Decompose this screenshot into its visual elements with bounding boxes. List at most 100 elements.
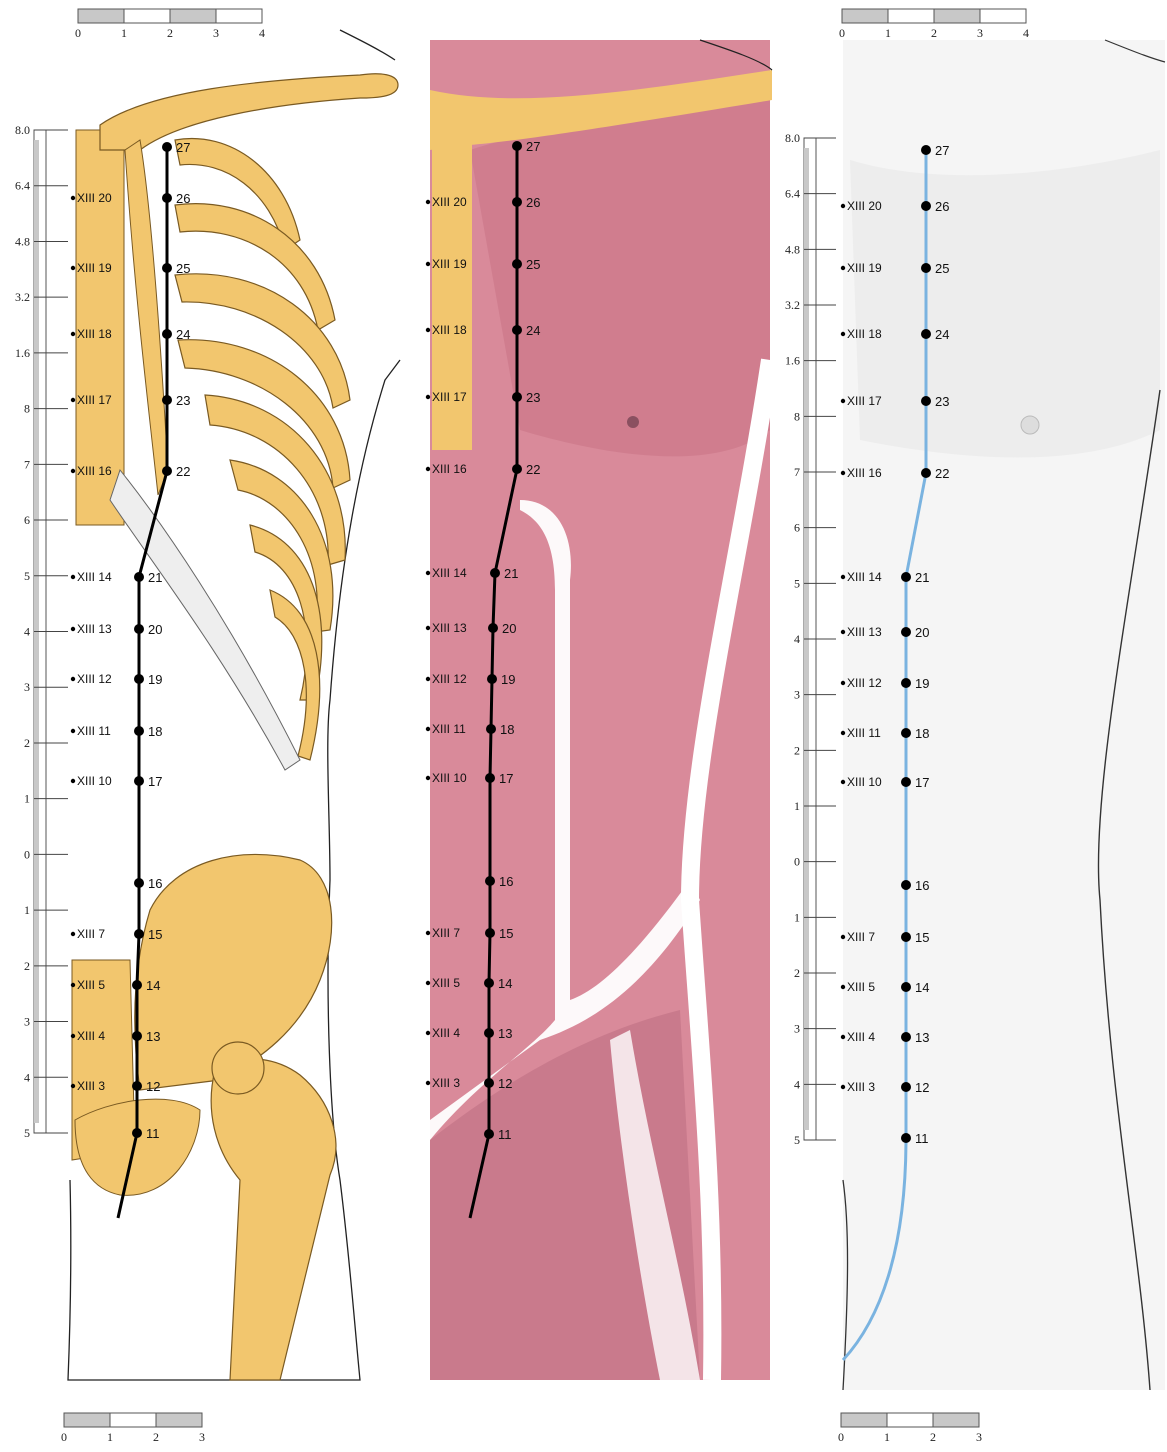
scale-segment: [841, 1413, 887, 1427]
acupoint-dot: [901, 1133, 911, 1143]
acupoint-number: 25: [935, 261, 949, 276]
acupoint-number: 24: [176, 327, 190, 342]
side-point-label: XIII 4: [847, 1030, 875, 1044]
side-point-dot: [841, 780, 845, 784]
scale-tick-label: 1: [107, 1430, 113, 1444]
acupoint-dot: [901, 932, 911, 942]
acupoint-number: 11: [915, 1131, 929, 1146]
ruler-tick-label: 8.0: [15, 123, 30, 137]
side-point-dot: [426, 571, 430, 575]
scale-segment: [78, 9, 124, 23]
side-point-label: XIII 18: [847, 327, 882, 341]
acupoint-number: 27: [526, 139, 540, 154]
ruler-tick-label: 1: [24, 903, 30, 917]
side-point-dot: [71, 332, 75, 336]
acupoint-dot: [512, 141, 522, 151]
acupoint-number: 15: [915, 930, 929, 945]
side-point-dot: [426, 981, 430, 985]
side-point-label: XIII 3: [847, 1080, 875, 1094]
side-point-dot: [71, 627, 75, 631]
side-point-dot: [426, 200, 430, 204]
side-point-dot: [426, 467, 430, 471]
ruler-tick-label: 3.2: [15, 290, 30, 304]
side-point-dot: [841, 1035, 845, 1039]
ruler-tick-label: 0: [794, 855, 800, 869]
acupoint-number: 17: [499, 771, 513, 786]
side-point-dot: [426, 1081, 430, 1085]
acupoint-number: 26: [526, 195, 540, 210]
acupoint-dot: [134, 674, 144, 684]
ruler-tick-label: 5: [24, 569, 30, 583]
side-point-dot: [71, 677, 75, 681]
scale-tick-label: 3: [213, 26, 219, 40]
side-point-dot: [71, 196, 75, 200]
acupoint-dot: [162, 263, 172, 273]
side-point-label: XIII 3: [432, 1076, 460, 1090]
side-point-dot: [841, 935, 845, 939]
acupoint-number: 23: [526, 390, 540, 405]
acupoint-dot: [162, 395, 172, 405]
acupoint-number: 25: [526, 257, 540, 272]
ruler-tick-label: 2: [24, 959, 30, 973]
side-point-label: XIII 13: [77, 622, 112, 636]
side-point-label: XIII 16: [77, 464, 112, 478]
acupoint-number: 13: [146, 1029, 160, 1044]
acupoint-dot: [485, 876, 495, 886]
ruler-tick-label: 2: [24, 736, 30, 750]
ruler-tick-label: 4: [24, 1070, 30, 1084]
side-point-label: XIII 4: [432, 1026, 460, 1040]
acupoint-number: 19: [915, 676, 929, 691]
side-point-label: XIII 3: [77, 1079, 105, 1093]
acupoint-number: 13: [498, 1026, 512, 1041]
side-point-dot: [426, 776, 430, 780]
side-point-dot: [71, 983, 75, 987]
acupoint-number: 17: [148, 774, 162, 789]
ruler-tick-label: 5: [794, 1133, 800, 1147]
acupoint-dot: [162, 329, 172, 339]
acupoint-number: 12: [915, 1080, 929, 1095]
acupoint-number: 16: [915, 878, 929, 893]
side-point-label: XIII 11: [847, 726, 881, 740]
acupoint-dot: [132, 1081, 142, 1091]
side-point-label: XIII 12: [77, 672, 112, 686]
acupoint-dot: [901, 572, 911, 582]
acupoint-dot: [512, 197, 522, 207]
acupoint-number: 22: [935, 466, 949, 481]
acupoint-number: 22: [526, 462, 540, 477]
side-point-dot: [71, 729, 75, 733]
acupoint-number: 16: [148, 876, 162, 891]
scale-segment: [124, 9, 170, 23]
acupoint-dot: [134, 624, 144, 634]
acupoint-dot: [512, 325, 522, 335]
acupoint-dot: [134, 929, 144, 939]
acupoint-number: 24: [935, 327, 949, 342]
side-point-label: XIII 16: [847, 466, 882, 480]
side-point-label: XIII 5: [432, 976, 460, 990]
acupoint-dot: [921, 201, 931, 211]
scale-tick-label: 2: [930, 1430, 936, 1444]
side-point-label: XIII 5: [847, 980, 875, 994]
acupoint-number: 21: [504, 566, 518, 581]
ruler-tick-label: 6: [794, 521, 800, 535]
acupoint-number: 26: [176, 191, 190, 206]
side-point-label: XIII 18: [432, 323, 467, 337]
acupoint-number: 14: [915, 980, 929, 995]
scale-segment: [888, 9, 934, 23]
acupoint-dot: [132, 1128, 142, 1138]
side-point-label: XIII 20: [847, 199, 882, 213]
scale-tick-label: 3: [977, 26, 983, 40]
acupoint-number: 18: [148, 724, 162, 739]
acupoint-dot: [901, 880, 911, 890]
skin-panel: [843, 40, 1165, 1390]
side-point-label: XIII 7: [77, 927, 105, 941]
scale-segment: [170, 9, 216, 23]
acupoint-dot: [512, 259, 522, 269]
side-point-label: XIII 7: [432, 926, 460, 940]
ruler-tick-label: 3: [24, 680, 30, 694]
acupoint-dot: [921, 145, 931, 155]
side-point-dot: [841, 399, 845, 403]
acupoint-dot: [484, 1028, 494, 1038]
side-point-label: XIII 14: [77, 570, 112, 584]
